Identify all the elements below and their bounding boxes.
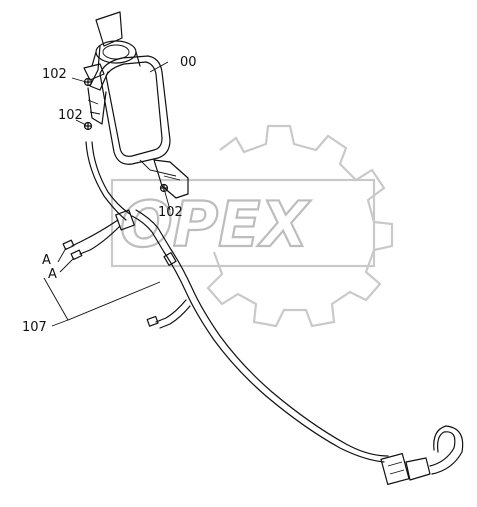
callout-screw-mid: 102 <box>58 108 83 123</box>
callout-mirror: 00 <box>180 55 197 70</box>
callout-screw-bracket: 102 <box>158 205 183 220</box>
mirror-head <box>99 55 177 177</box>
callout-harness: 107 <box>22 320 47 335</box>
watermark-logo-text: OPEX <box>120 188 311 261</box>
callout-connector-a1: A <box>42 253 51 268</box>
lower-bracket <box>153 159 189 199</box>
callout-screw-top: 102 <box>42 67 67 82</box>
screw-mid-icon <box>83 121 93 131</box>
opex-watermark: OPEX <box>110 124 394 328</box>
watermark-frame <box>110 178 376 268</box>
screw-bracket-icon <box>159 183 169 193</box>
mirror-bracket <box>83 11 141 125</box>
leader-lines <box>43 61 171 327</box>
watermark-gear <box>206 124 394 328</box>
wiring-harness <box>62 141 464 486</box>
callout-connector-a2: A <box>48 267 57 282</box>
